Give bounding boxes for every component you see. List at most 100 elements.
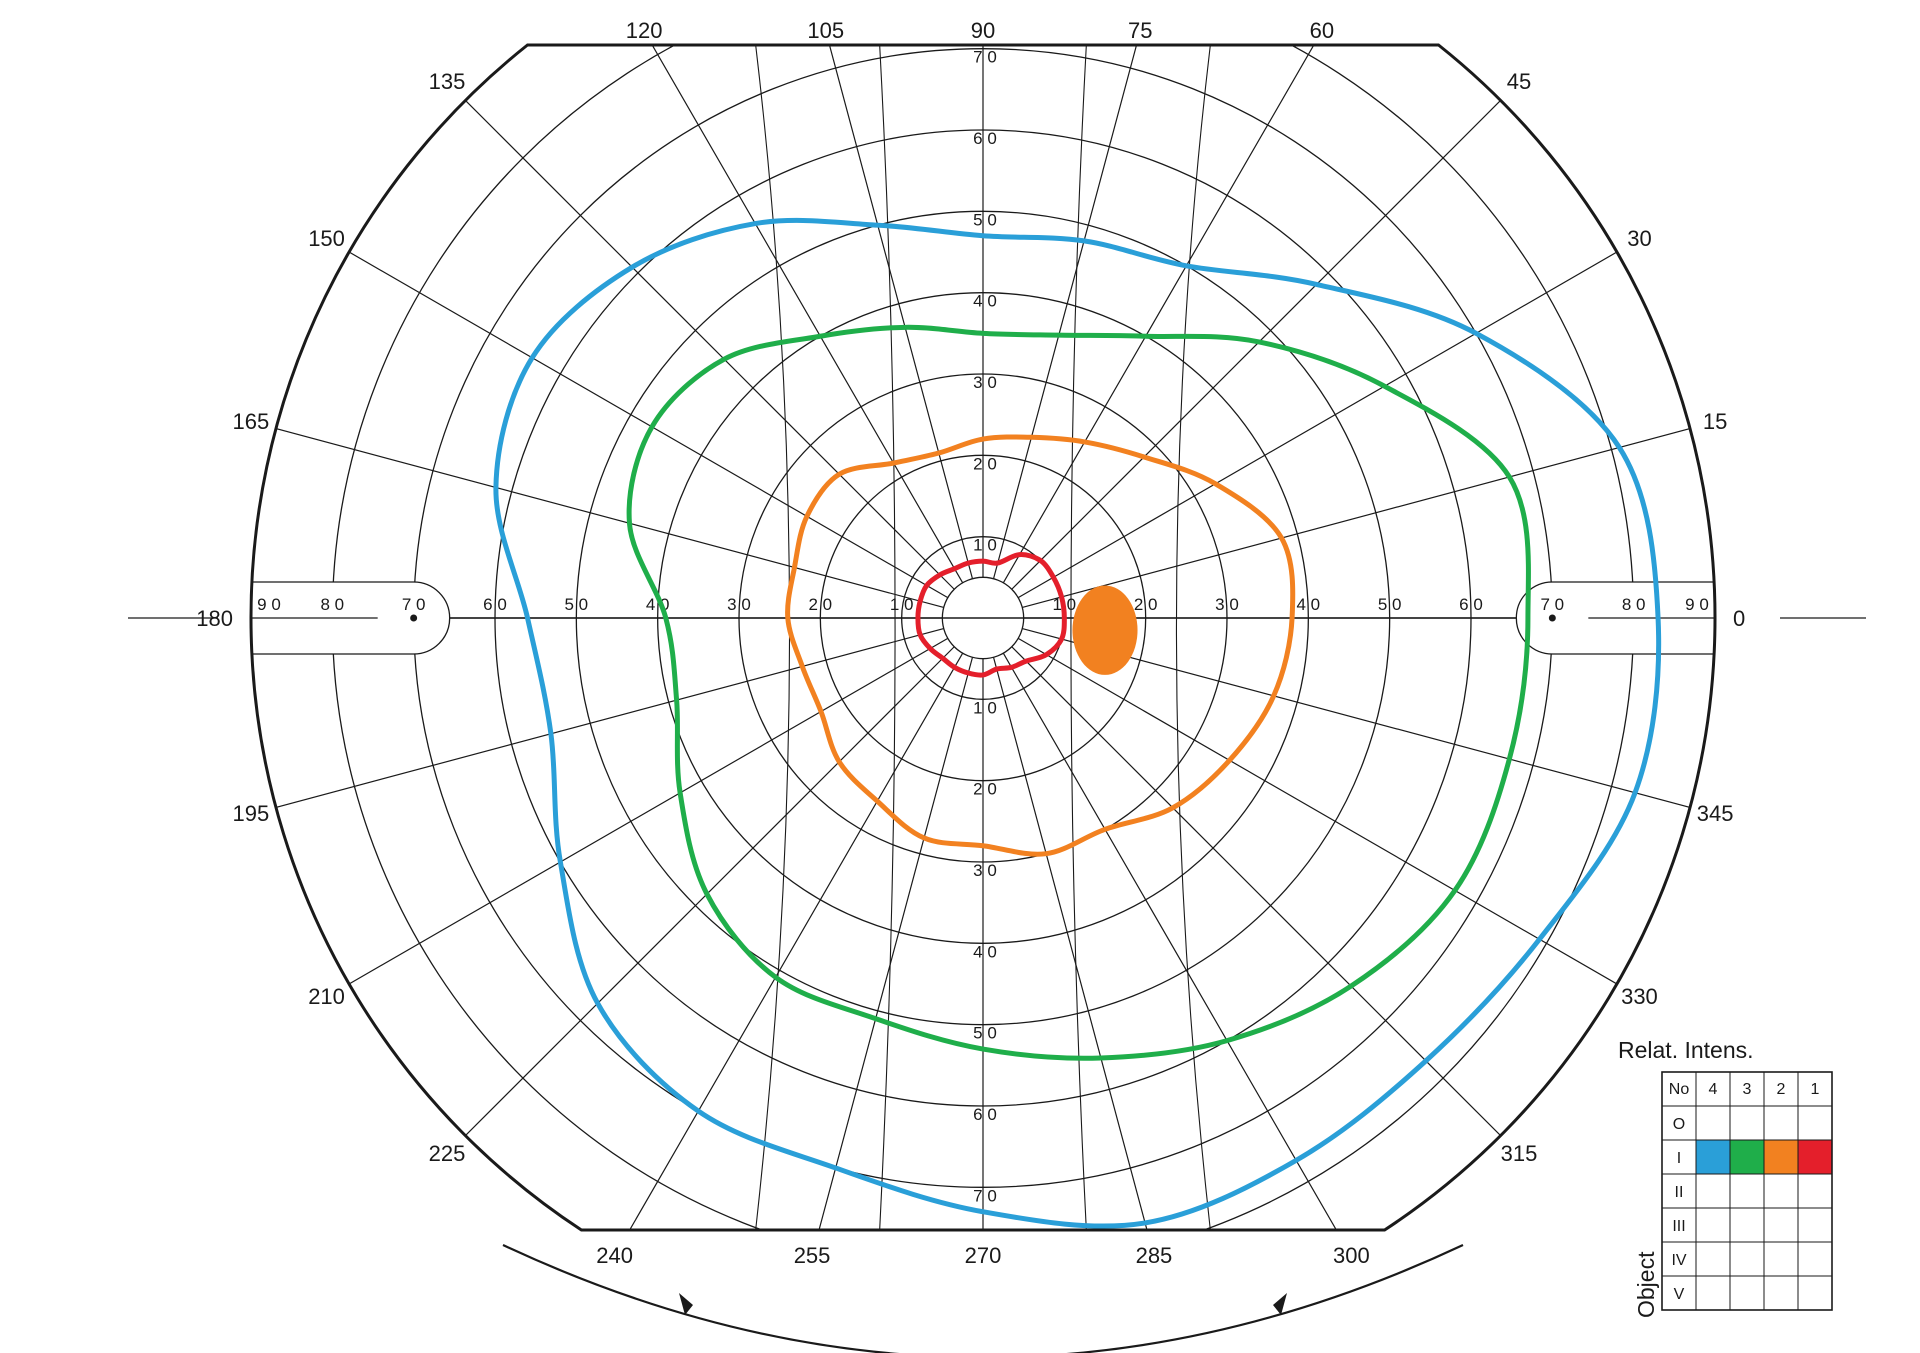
arrowhead-left: [679, 1293, 693, 1315]
horizontal-ring-label: 2 0: [1134, 595, 1158, 614]
legend-object-IV: IV: [1671, 1252, 1686, 1269]
meridian-330: [1017, 637, 1653, 1005]
legend-object-III: III: [1672, 1218, 1685, 1235]
meridian-label-30: 30: [1627, 226, 1651, 251]
meridian-label-345: 345: [1697, 801, 1734, 826]
legend-swatch-3: [1730, 1140, 1764, 1174]
isopter-I1: [915, 552, 1067, 678]
fixation-dot: [1548, 614, 1556, 622]
polar-grid: [128, 45, 1866, 1230]
horizontal-ring-label: 1 0: [890, 595, 914, 614]
meridian-label-225: 225: [429, 1141, 466, 1166]
vertical-ring-label: 4 0: [973, 942, 997, 961]
meridian-label-165: 165: [232, 409, 269, 434]
legend-number-label: No: [1669, 1081, 1690, 1098]
vertical-ring-label: 6 0: [973, 129, 997, 148]
meridian-120: [596, 45, 964, 584]
meridian-label-255: 255: [794, 1243, 831, 1268]
legend-swatch-2: [1764, 1140, 1798, 1174]
vertical-ring-label: 1 0: [973, 698, 997, 717]
vertical-ring-label: 7 0: [973, 1186, 997, 1205]
vertical-ring-label: 3 0: [973, 861, 997, 880]
horizontal-ring-label: 2 0: [809, 595, 833, 614]
horizontal-ring-label: 3 0: [727, 595, 751, 614]
isopter-series: [493, 217, 1662, 1229]
grid-clipped: [251, 45, 1715, 1230]
meridian-label-210: 210: [308, 984, 345, 1009]
fan-curve-2: [1070, 45, 1087, 1230]
vertical-ring-label: 2 0: [973, 780, 997, 799]
meridian-210: [313, 637, 949, 1005]
legend-intensity-3: 3: [1743, 1081, 1752, 1098]
isopter-I3: [626, 324, 1531, 1061]
meridian-75: [992, 45, 1184, 579]
isopter-I4: [493, 217, 1662, 1229]
meridian-labels: 0153045607590105120135150165180195210225…: [196, 18, 1745, 1268]
bottom-arc: [502, 1244, 1464, 1353]
outer-frame: [249, 43, 1717, 1232]
vertical-ring-label: 7 0: [973, 48, 997, 67]
meridian-315: [1011, 646, 1530, 1165]
fan-curve-1: [879, 45, 896, 1230]
meridian-label-270: 270: [965, 1243, 1002, 1268]
meridian-label-75: 75: [1128, 18, 1152, 43]
vertical-ring-label: 5 0: [973, 210, 997, 229]
horizontal-ring-label: 8 0: [1622, 595, 1646, 614]
isopter-I2: [785, 434, 1296, 857]
meridian-label-105: 105: [807, 18, 844, 43]
meridian-105: [782, 45, 974, 579]
meridian-label-135: 135: [429, 69, 466, 94]
meridian-255: [782, 657, 974, 1230]
meridian-225: [436, 646, 955, 1165]
horizontal-ring-label: 6 0: [483, 595, 507, 614]
legend-object-I: I: [1677, 1150, 1681, 1167]
meridian-label-45: 45: [1507, 69, 1531, 94]
meridian-195: [251, 627, 944, 819]
horizontal-ring-label: 3 0: [1215, 595, 1239, 614]
vertical-ring-label: 6 0: [973, 1105, 997, 1124]
legend-table-border: [1661, 1071, 1833, 1311]
meridian-label-285: 285: [1136, 1243, 1173, 1268]
meridian-30: [1017, 231, 1653, 599]
legend-intensity-4: 4: [1709, 1081, 1718, 1098]
meridian-label-240: 240: [596, 1243, 633, 1268]
horizontal-ring-label: 6 0: [1459, 595, 1483, 614]
vertical-ring-label: 2 0: [973, 454, 997, 473]
horizontal-ring-label: 4 0: [1297, 595, 1321, 614]
meridian-label-330: 330: [1621, 984, 1658, 1009]
meridian-285: [992, 657, 1184, 1230]
meridian-label-300: 300: [1333, 1243, 1370, 1268]
meridian-165: [251, 417, 944, 609]
horizontal-ring-label: 5 0: [1378, 595, 1402, 614]
meridian-label-15: 15: [1703, 409, 1727, 434]
legend-intensity-1: 1: [1811, 1081, 1820, 1098]
horizontal-ring-label: 8 0: [321, 595, 345, 614]
meridian-240: [596, 652, 964, 1230]
legend-object-II: II: [1675, 1184, 1684, 1201]
meridian-label-120: 120: [626, 18, 663, 43]
legend-swatch-1: [1798, 1140, 1832, 1174]
meridian-label-150: 150: [308, 226, 345, 251]
vertical-ring-label: 3 0: [973, 373, 997, 392]
meridian-label-315: 315: [1501, 1141, 1538, 1166]
meridian-150: [313, 231, 949, 599]
vertical-ring-label: 4 0: [973, 292, 997, 311]
legend-swatch-4: [1696, 1140, 1730, 1174]
fixation-dot: [410, 614, 418, 622]
horizontal-ring-label: 7 0: [1541, 595, 1565, 614]
chart-frame: [249, 43, 1717, 1353]
meridian-135: [436, 71, 955, 590]
meridian-label-0: 0: [1733, 606, 1745, 631]
meridian-label-90: 90: [971, 18, 995, 43]
vertical-ring-label: 1 0: [973, 536, 997, 555]
meridian-300: [1002, 652, 1370, 1230]
meridian-label-195: 195: [232, 801, 269, 826]
meridian-60: [1002, 45, 1370, 584]
legend-title: Relat. Intens.: [1618, 1037, 1754, 1063]
blind-spot: [1072, 585, 1138, 675]
horizontal-ring-label: 5 0: [565, 595, 589, 614]
legend-object-label: Object: [1633, 1251, 1659, 1318]
legend-intensity-2: 2: [1777, 1081, 1786, 1098]
